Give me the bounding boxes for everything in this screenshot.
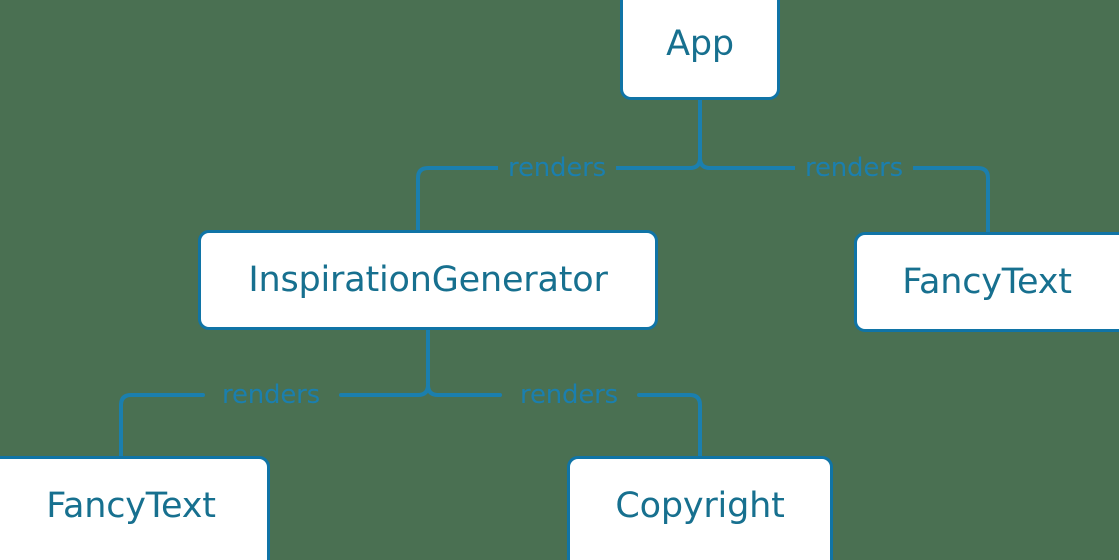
- edge-inspiration-generator-to-copyright-2: [637, 393, 702, 458]
- edge-app-to-inspiration-generator-2: [416, 166, 618, 232]
- node-copyright[interactable]: Copyright: [567, 456, 833, 560]
- node-copyright-label: Copyright: [615, 485, 785, 526]
- node-fancytext-bottom-left[interactable]: FancyText: [0, 456, 270, 560]
- edge-inspiration-generator-to-copyright: [426, 383, 502, 397]
- node-inspiration-generator-label: InspirationGenerator: [248, 259, 608, 300]
- edge-app-to-fancytext-right-2: [911, 166, 990, 234]
- node-fancytext-right[interactable]: FancyText: [854, 232, 1119, 332]
- node-fancytext-bottom-left-label: FancyText: [46, 485, 216, 526]
- edge-label-app-to-inspiration-generator: renders: [498, 155, 616, 181]
- edge-label-inspiration-generator-to-copyright: renders: [510, 382, 628, 408]
- node-fancytext-right-label: FancyText: [902, 261, 1072, 302]
- edge-label-inspiration-generator-to-fancytext: renders: [212, 382, 330, 408]
- edge-inspiration-generator-to-fancytext-2: [119, 393, 205, 458]
- edge-inspiration-generator-to-fancytext: [339, 383, 430, 397]
- node-app[interactable]: App: [620, 0, 780, 100]
- edge-app-to-fancytext-right: [698, 156, 799, 170]
- node-app-label: App: [666, 23, 734, 64]
- node-inspiration-generator[interactable]: InspirationGenerator: [198, 230, 658, 330]
- edge-label-app-to-fancytext-right: renders: [795, 155, 913, 181]
